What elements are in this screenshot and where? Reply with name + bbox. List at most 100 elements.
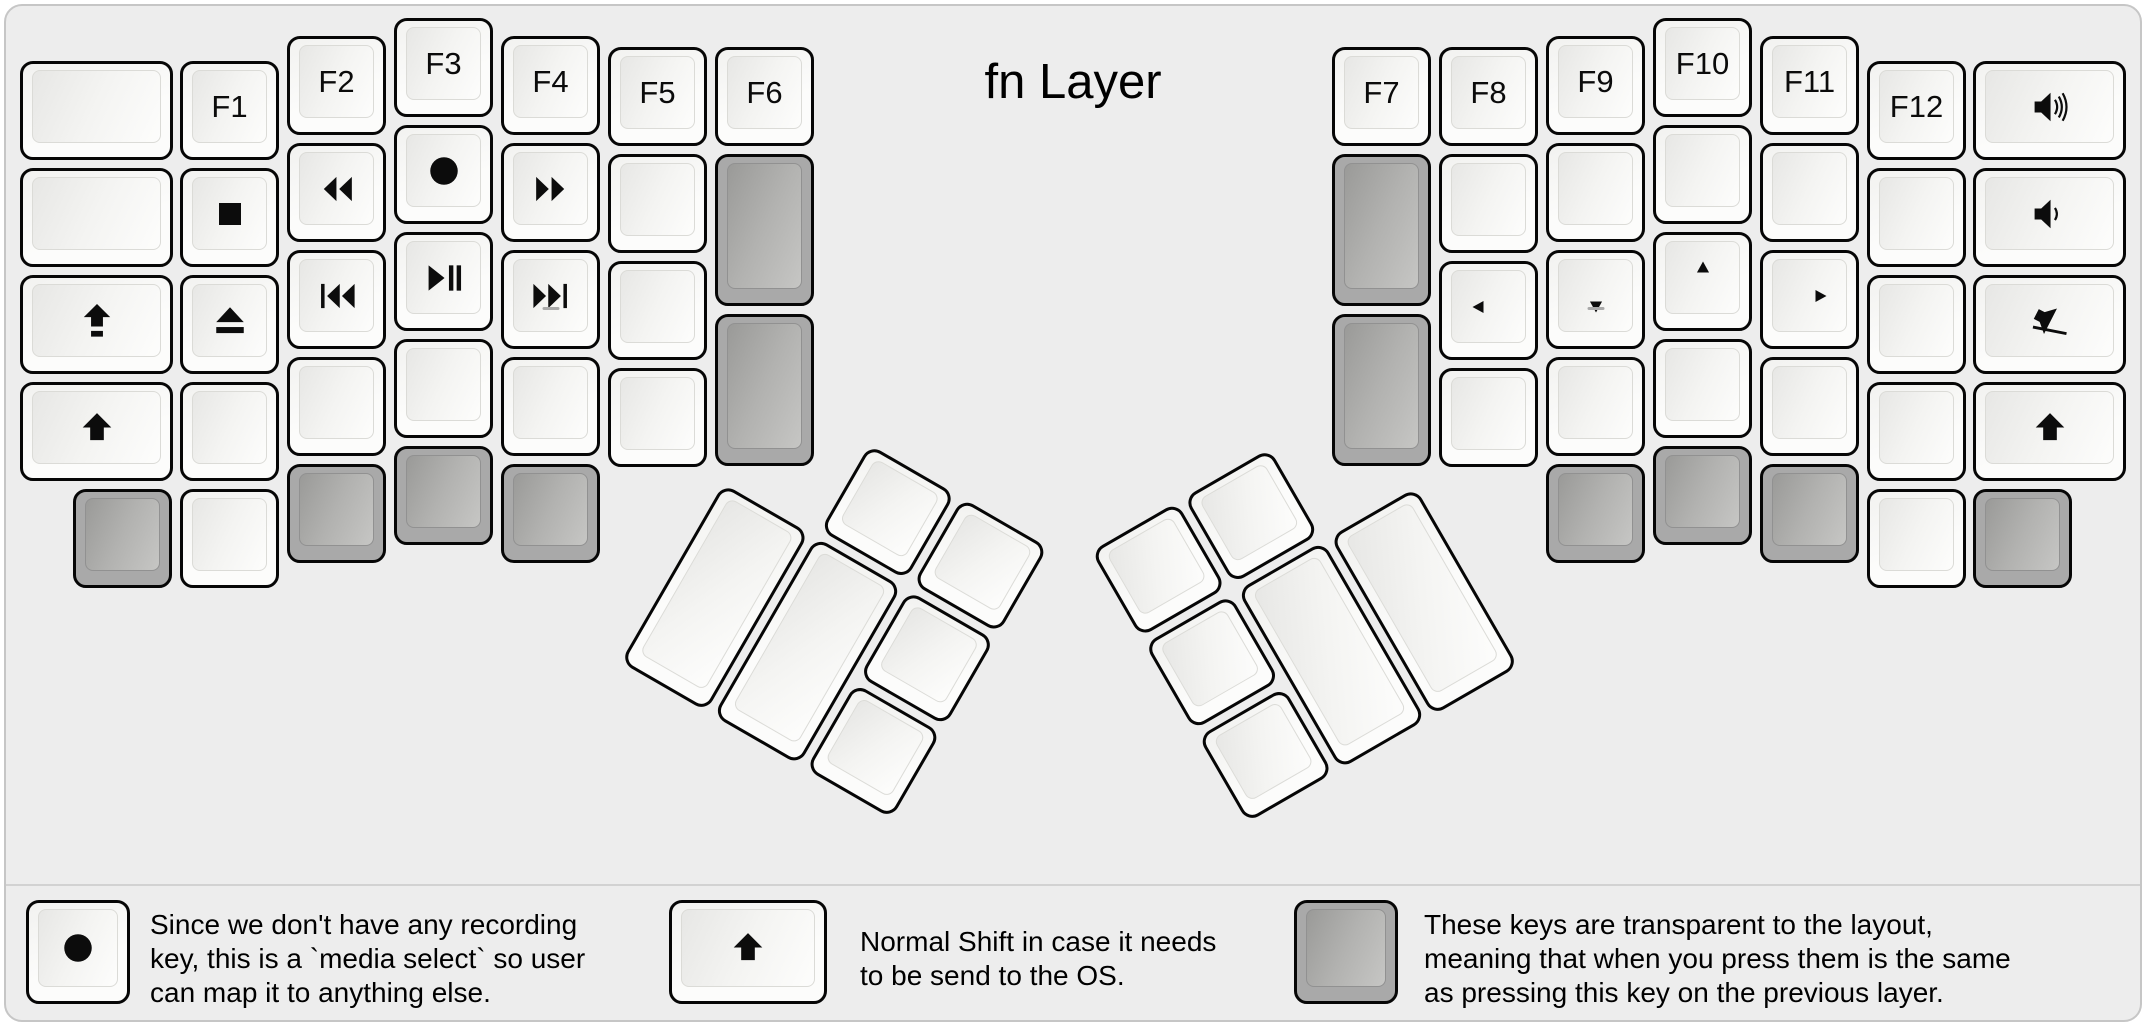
keycap-surface [513,366,588,439]
stop-icon [218,202,241,225]
key-blank-r-c3r1 [1653,125,1752,224]
mute-icon [2032,308,2067,335]
key-blank-l-c4r3 [501,357,600,456]
keycap-surface: F12 [1879,70,1954,143]
key-blank-r-c3r3 [1653,339,1752,438]
keycap-surface [878,604,980,706]
keycap-surface [1665,455,1740,528]
key-blank-r-c5r3 [1439,368,1538,467]
key-transparent-l-inner-2 [715,314,814,466]
keycap-surface [513,152,588,225]
record-icon [64,934,92,962]
keycap-surface [513,473,588,546]
keycap-surface [38,909,118,987]
key-label: F6 [746,74,783,110]
keycap-surface [1451,270,1526,343]
legend-record-text: Since we don't have any recording key, t… [150,909,586,1008]
legend-divider [6,884,2140,886]
keycap-surface [1879,177,1954,250]
key-volume-down [1973,168,2126,267]
key-f11: F11 [1760,36,1859,135]
key-transparent-r-bottom-1 [1546,464,1645,563]
keycap-surface [727,323,802,449]
keycap-surface [32,70,161,143]
arrow-up-icon [1696,261,1709,272]
key-blank-r-c2r1 [1760,143,1859,242]
key-play-pause [394,232,493,331]
key-stop [180,168,279,267]
keycap-surface [1558,473,1633,546]
keycap-surface [1558,152,1633,225]
keycap-surface [192,177,267,250]
legend-shift-text: Normal Shift in case it needs to be send… [860,926,1217,991]
key-transparent-r-bottom-3 [1760,464,1859,563]
keycap-surface [32,391,161,464]
keycap-surface [1558,259,1633,332]
keycap-surface [1772,152,1847,225]
keycap-surface [1344,163,1419,289]
keycap-surface [1985,391,2114,464]
play-pause-icon [428,264,461,291]
key-label: F7 [1363,74,1400,110]
keycap-surface [406,241,481,314]
keycap-surface: F1 [192,70,267,143]
key-arrow-down [1546,250,1645,349]
volume-up-icon [2034,92,2068,121]
key-blank-l-c5r3 [608,368,707,467]
keycap-surface [1772,473,1847,546]
keycap-surface: F4 [513,45,588,118]
keycap-surface: F9 [1558,45,1633,118]
key-label: F9 [1577,63,1614,99]
rewind-icon [323,176,352,201]
key-shift-right [1973,382,2126,481]
prev-track-icon [320,283,355,308]
key-blank-l-c5r2 [608,261,707,360]
keycap-surface [620,270,695,343]
keycap-surface [1772,366,1847,439]
key-blank-l-bottom [180,489,279,588]
key-mute [1973,275,2126,374]
key-label: F10 [1675,45,1730,81]
volume-down-icon [2034,199,2058,228]
keycap-surface [1212,701,1315,802]
key-f8: F8 [1439,47,1538,146]
key-blank-top-left-2 [20,168,173,267]
homing-dash [1587,307,1604,310]
next-track-icon [532,283,567,308]
key-eject [180,275,279,374]
key-volume-up [1973,61,2126,160]
key-legend-transparent [1294,900,1398,1004]
key-blank-l-c2r3 [287,357,386,456]
key-transparent-l-bottom-3 [394,446,493,545]
keycap-surface [406,455,481,528]
key-blank-r-c2r3 [1760,357,1859,456]
key-blank-l-c3r3 [394,339,493,438]
keycap-surface [1344,323,1419,449]
keycap-surface [1159,608,1261,710]
caps-lock-icon [83,303,110,337]
keycap-surface: F2 [299,45,374,118]
keycap-surface [192,284,267,357]
keycap-surface [620,163,695,236]
key-arrow-up [1653,232,1752,331]
key-record [394,125,493,224]
key-next-track [501,250,600,349]
keycap-surface [1665,134,1740,207]
keycap-surface [513,259,588,332]
key-label: F5 [639,74,676,110]
key-transparent-l-inner-1 [715,154,814,306]
key-f7: F7 [1332,47,1431,146]
key-label: F1 [211,88,248,124]
key-transparent-r-inner-2 [1332,314,1431,466]
keycap-surface [192,498,267,571]
key-label: F11 [1783,63,1836,99]
key-blank-l-c5r1 [608,154,707,253]
layer-title: fn Layer [984,55,1162,109]
key-legend-record [26,900,130,1004]
key-blank-r-c5r1 [1439,154,1538,253]
key-prev-track [287,250,386,349]
key-label: F12 [1889,88,1944,124]
key-transparent-l-bottom-2 [287,464,386,563]
keycap-surface [727,163,802,289]
keycap-surface [1985,177,2114,250]
